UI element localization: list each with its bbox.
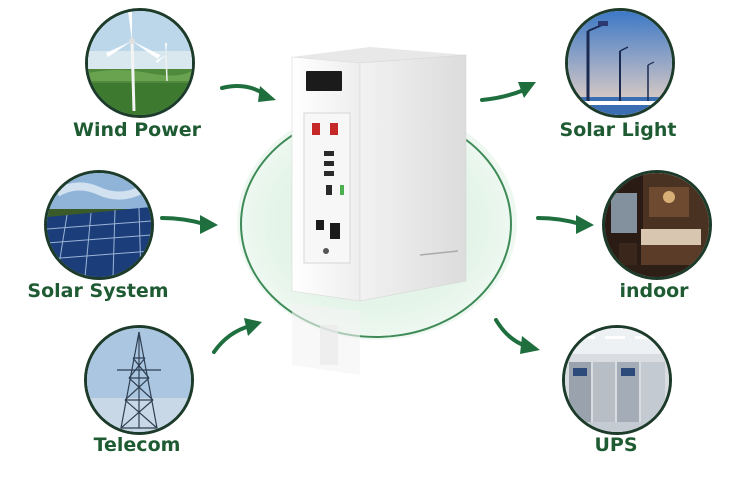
arrow-icon xyxy=(480,82,536,102)
telecom-photo xyxy=(84,325,194,435)
arrow-icon xyxy=(494,318,540,354)
solar-light-photo xyxy=(565,8,675,118)
ups-photo xyxy=(562,325,672,435)
wind-power-photo xyxy=(85,8,195,118)
arrow-icon xyxy=(160,215,218,234)
ups-label: UPS xyxy=(594,434,638,456)
telecom-label: Telecom xyxy=(93,434,181,456)
solar-system-photo xyxy=(44,170,154,280)
indoor-label: indoor xyxy=(619,280,689,302)
indoor-photo xyxy=(602,170,712,280)
wind-power-label: Wind Power xyxy=(73,119,201,141)
arrow-icon xyxy=(220,84,276,102)
arrow-icon xyxy=(536,215,594,234)
solar-system-label: Solar System xyxy=(27,280,169,302)
battery-cabinet-image xyxy=(291,47,467,375)
arrow-icon xyxy=(212,318,262,354)
solar-light-label: Solar Light xyxy=(559,119,677,141)
